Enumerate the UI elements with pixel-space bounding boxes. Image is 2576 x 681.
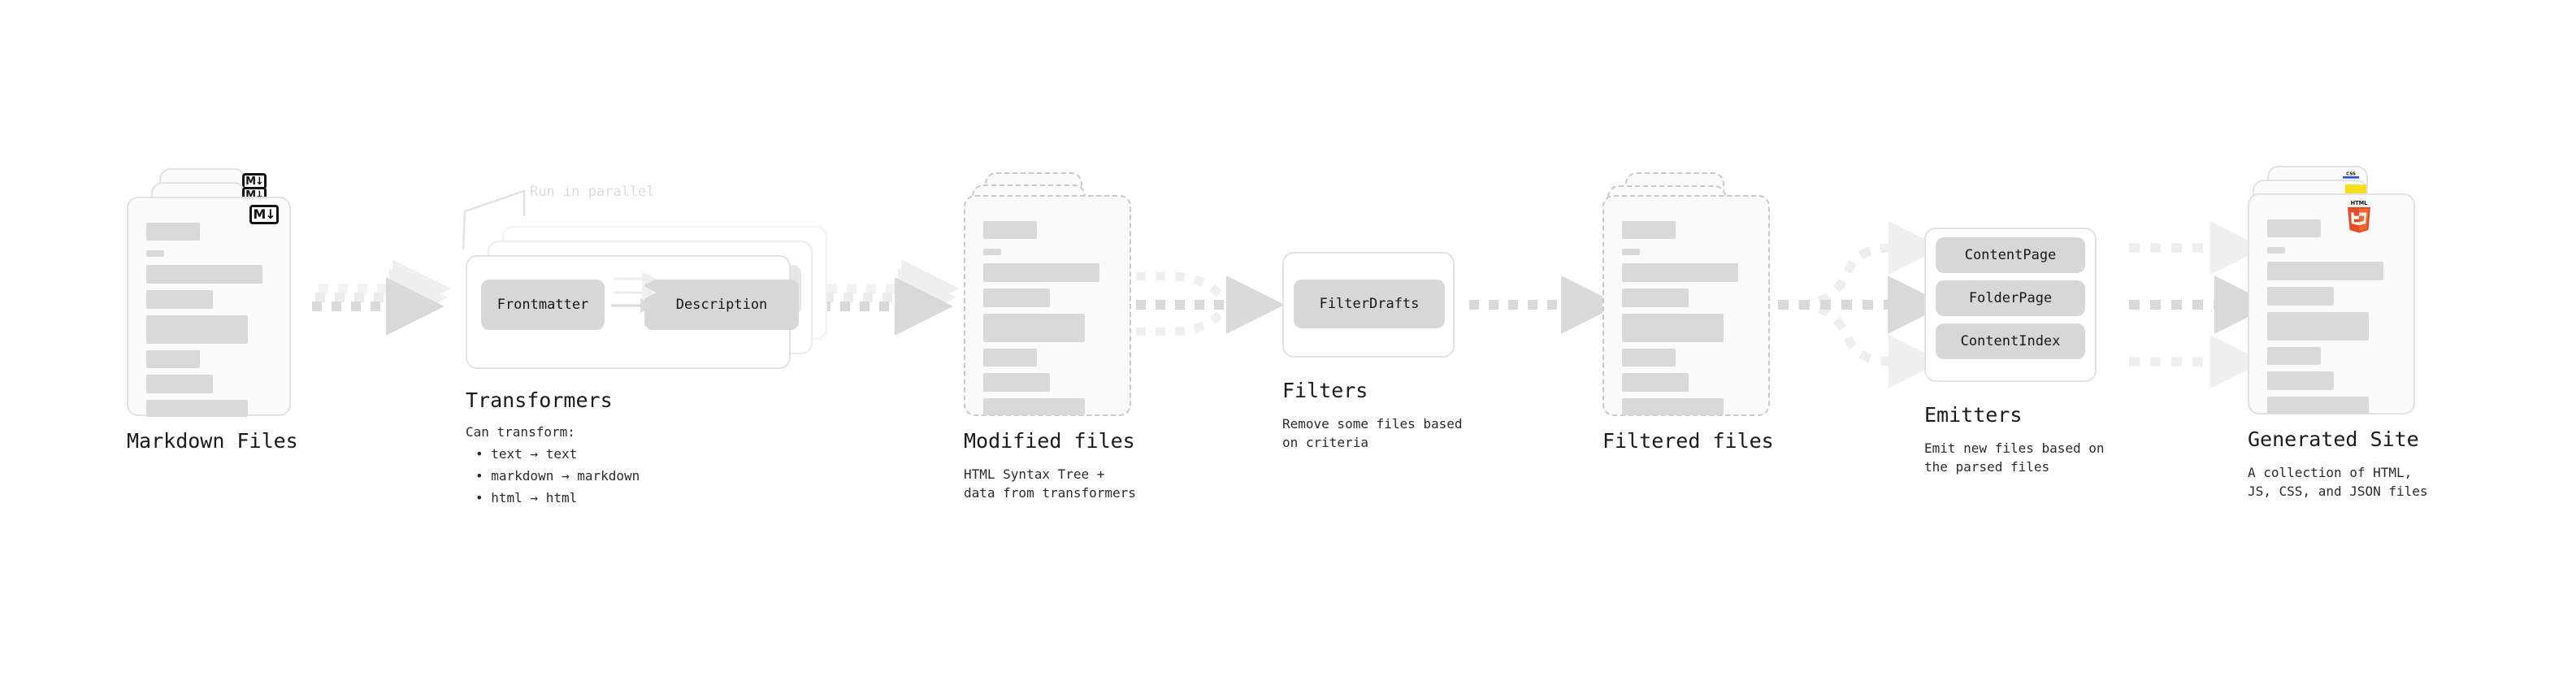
stage-title-markdown-files: Markdown Files xyxy=(127,429,298,453)
doc-line xyxy=(146,290,213,309)
stage-title-filters: Filters xyxy=(1282,379,1368,402)
doc-line xyxy=(1622,221,1676,239)
doc-line xyxy=(2267,312,2369,340)
stage-title-emitters: Emitters xyxy=(1924,403,2023,427)
stage-title-transformers: Transformers xyxy=(466,388,613,412)
generated-site-subtitle: A collection of HTML, JS, CSS, and JSON … xyxy=(2248,465,2428,499)
modified-card xyxy=(964,195,1131,416)
doc-line xyxy=(146,223,200,241)
connector-modified-to-filters xyxy=(1136,271,1285,336)
doc-line xyxy=(2267,247,2285,254)
doc-line xyxy=(1622,373,1689,392)
connector-transformers-to-modified xyxy=(821,259,960,336)
doc-line xyxy=(146,350,200,368)
filter-chip-filterdrafts[interactable]: FilterDrafts xyxy=(1294,280,1445,328)
emitter-chip-folderpage[interactable]: FolderPage xyxy=(1936,280,2085,316)
stage-title-generated-site: Generated Site xyxy=(2248,427,2419,451)
transformers-subtitle: Can transform: xyxy=(466,424,575,440)
doc-line xyxy=(2267,371,2334,390)
svg-text:HTML: HTML xyxy=(2351,200,2369,206)
transformers-bullet-2: • html → html xyxy=(475,490,578,505)
stage-title-modified-files: Modified files xyxy=(964,429,1135,453)
doc-line xyxy=(983,288,1050,307)
doc-line xyxy=(983,221,1037,239)
doc-line xyxy=(983,398,1085,415)
connector-emitters-to-site xyxy=(2129,221,2273,388)
filters-subtitle: Remove some files based on criteria xyxy=(1282,416,1463,450)
filtered-card xyxy=(1602,195,1770,416)
parallel-leader-line xyxy=(462,189,526,250)
css-icon: CSS xyxy=(2342,170,2360,180)
doc-line xyxy=(146,250,164,257)
css-icon-glyph: CSS xyxy=(2343,172,2359,179)
doc-line xyxy=(2267,347,2321,365)
markdown-card xyxy=(127,197,291,417)
doc-line xyxy=(983,373,1050,392)
stage-title-filtered-files: Filtered files xyxy=(1602,429,1774,453)
doc-line xyxy=(2267,287,2334,306)
doc-line xyxy=(2267,219,2321,237)
transformers-bullet-0: • text → text xyxy=(475,446,578,462)
doc-line xyxy=(983,314,1085,342)
markdown-icon: M↓ xyxy=(249,205,279,224)
doc-line xyxy=(1622,288,1689,307)
connector-md-to-transformers xyxy=(312,259,451,336)
doc-line xyxy=(1622,349,1676,367)
doc-line xyxy=(146,375,213,393)
run-in-parallel-label: Run in parallel xyxy=(530,184,655,200)
emitter-chip-contentindex[interactable]: ContentIndex xyxy=(1936,323,2085,359)
modified-files-subtitle: HTML Syntax Tree + data from transformer… xyxy=(964,466,1136,501)
site-card xyxy=(2248,193,2415,414)
transformer-chip-frontmatter[interactable]: Frontmatter xyxy=(481,280,605,330)
transformers-bullet-1: • markdown → markdown xyxy=(475,468,640,484)
doc-line xyxy=(983,349,1037,367)
doc-line xyxy=(146,400,248,417)
doc-line xyxy=(983,263,1099,282)
doc-line xyxy=(1622,314,1724,342)
html5-icon: HTML xyxy=(2345,198,2373,233)
doc-line xyxy=(983,249,1001,255)
emitters-subtitle: Emit new files based on the parsed files xyxy=(1924,440,2105,475)
html5-icon-glyph: HTML xyxy=(2348,200,2370,233)
transformer-chip-description[interactable]: Description xyxy=(644,280,799,330)
svg-text:CSS: CSS xyxy=(2346,172,2356,177)
doc-line xyxy=(1622,398,1724,415)
doc-line xyxy=(2267,397,2369,414)
doc-line xyxy=(146,265,262,284)
connector-filtered-to-emitters xyxy=(1778,221,1946,388)
doc-line xyxy=(1622,249,1640,255)
doc-line xyxy=(1622,263,1738,282)
emitter-chip-contentpage[interactable]: ContentPage xyxy=(1936,237,2085,273)
doc-line xyxy=(146,315,248,344)
doc-line xyxy=(2267,262,2383,280)
